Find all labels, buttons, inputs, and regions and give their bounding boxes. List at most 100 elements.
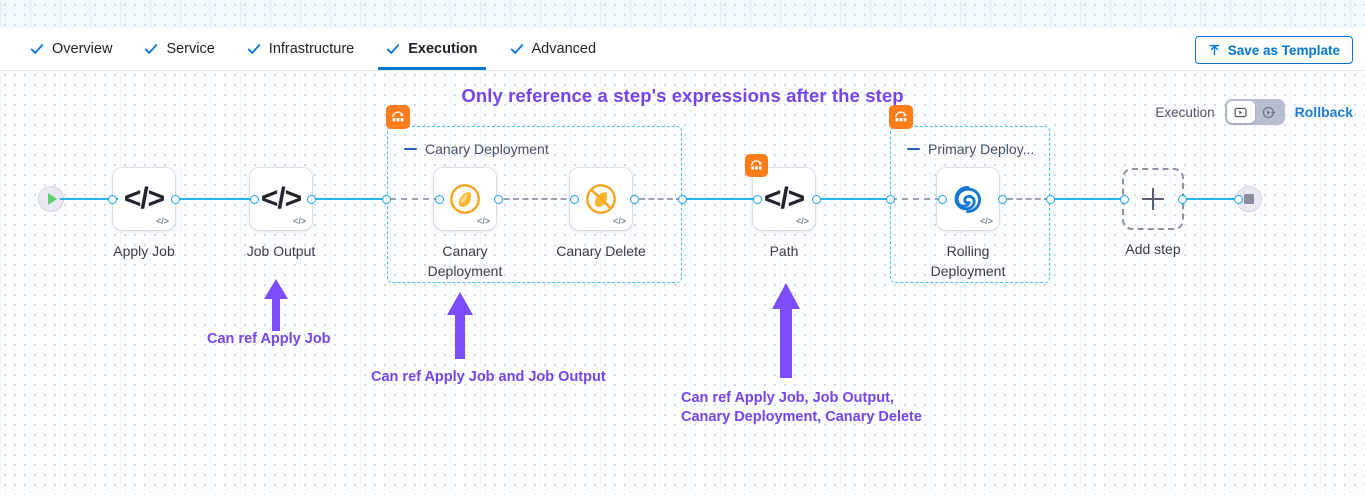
- step-type-badge: </>: [292, 216, 306, 226]
- link-start-to-apply-job: [60, 198, 118, 201]
- group-canary-deployment-label: Canary Deployment: [425, 141, 549, 157]
- check-icon: [247, 44, 260, 54]
- link-add-step-to-end: [1181, 198, 1241, 201]
- execution-play-box-icon: [1234, 107, 1247, 117]
- port-canary-dep-out[interactable]: [494, 195, 503, 204]
- step-label-job-output: Job Output: [246, 243, 316, 259]
- pipeline-start-node[interactable]: [38, 186, 64, 212]
- port-primary-group-out[interactable]: [1046, 195, 1055, 204]
- save-as-template-label: Save as Template: [1227, 42, 1340, 58]
- port-rolling-dep-out[interactable]: [998, 195, 1007, 204]
- port-canary-group-out[interactable]: [678, 195, 687, 204]
- step-group-icon: [889, 105, 913, 129]
- link-canary-delete-out: [630, 198, 682, 200]
- add-step-label: Add step: [1125, 241, 1181, 257]
- port-path-out[interactable]: [812, 195, 821, 204]
- link-rolling-dep-out: [998, 198, 1050, 200]
- step-type-badge: </>: [612, 216, 626, 226]
- tab-execution-label: Execution: [408, 41, 478, 57]
- group-primary-deploy[interactable]: Primary Deploy...: [889, 105, 1050, 283]
- port-job-output-in[interactable]: [307, 195, 316, 204]
- collapse-dash-icon[interactable]: [404, 147, 417, 151]
- port-canary-delete-in[interactable]: [570, 195, 579, 204]
- tab-infrastructure-label: Infrastructure: [268, 41, 355, 57]
- step-label-canary-deployment: Canary Deployment: [427, 243, 503, 279]
- tab-service[interactable]: Service: [128, 28, 230, 70]
- step-node-rolling-deployment[interactable]: </>: [937, 168, 999, 230]
- step-type-badge: </>: [476, 216, 490, 226]
- check-icon: [510, 44, 523, 54]
- link-canary-group-to-path: [681, 198, 759, 201]
- check-icon: [30, 44, 44, 54]
- port-primary-group-in[interactable]: [886, 195, 895, 204]
- code-icon: </>: [260, 182, 302, 215]
- collapse-dash-icon[interactable]: [907, 147, 920, 151]
- port-rolling-dep-in[interactable]: [938, 195, 947, 204]
- code-icon: </>: [763, 182, 805, 215]
- plus-icon: [1152, 188, 1154, 210]
- tab-advanced-label: Advanced: [531, 41, 597, 57]
- link-path-to-primary-group: [812, 198, 892, 201]
- step-label-rolling-deployment: Rolling Deployment: [930, 243, 1006, 279]
- rolling-swirl-icon: [954, 186, 981, 213]
- link-apply-job-to-job-output: [174, 198, 256, 201]
- tab-overview[interactable]: Overview: [14, 28, 128, 70]
- tab-execution[interactable]: Execution: [370, 28, 493, 70]
- tab-list: Overview Service Infrastructure Executio…: [0, 28, 612, 70]
- page-headline: Only reference a step's expressions afte…: [461, 85, 904, 106]
- port-end-in[interactable]: [1234, 195, 1243, 204]
- check-icon: [387, 44, 400, 54]
- canvas-top-strip: [0, 0, 1365, 28]
- check-icon: [145, 44, 158, 54]
- canary-delete-icon: [586, 184, 616, 214]
- step-label-canary-delete: Canary Delete: [556, 243, 646, 259]
- step-node-canary-deployment[interactable]: </>: [434, 168, 496, 230]
- link-job-output-to-canary-group: [310, 198, 390, 201]
- group-canary-deployment[interactable]: Canary Deployment: [386, 105, 682, 283]
- step-node-job-output[interactable]: </> </>: [250, 168, 312, 230]
- port-canary-delete-out[interactable]: [630, 195, 639, 204]
- save-as-template-button[interactable]: Save as Template: [1194, 36, 1353, 64]
- port-job-output-out[interactable]: [382, 195, 391, 204]
- annotation-arrow-canary-deployment: [447, 292, 473, 359]
- port-start-out[interactable]: [108, 195, 117, 204]
- annotation-text-canary-deployment: Can ref Apply Job and Job Output: [371, 369, 606, 385]
- step-type-badge: </>: [155, 216, 169, 226]
- tab-service-label: Service: [166, 41, 215, 57]
- upload-icon: [1209, 44, 1219, 55]
- rollback-link[interactable]: Rollback: [1294, 104, 1353, 120]
- step-group-icon: [745, 154, 768, 177]
- rollback-mode-button[interactable]: [1255, 101, 1283, 123]
- step-label-apply-job: Apply Job: [113, 243, 175, 259]
- link-primary-group-in: [891, 198, 941, 200]
- step-group-icon: [386, 105, 410, 129]
- step-label-path: Path: [769, 243, 799, 259]
- port-add-step-in[interactable]: [1120, 195, 1129, 204]
- step-type-badge: </>: [979, 216, 993, 226]
- group-primary-deploy-title: Primary Deploy...: [907, 141, 1034, 157]
- step-node-path[interactable]: </> </>: [745, 154, 815, 230]
- link-canary-dep-to-delete: [494, 198, 576, 200]
- tab-infrastructure[interactable]: Infrastructure: [231, 28, 370, 70]
- link-canary-group-in: [390, 198, 440, 200]
- tab-overview-label: Overview: [52, 41, 113, 57]
- port-canary-dep-in[interactable]: [435, 195, 444, 204]
- port-add-step-out[interactable]: [1178, 195, 1187, 204]
- group-primary-deploy-label: Primary Deploy...: [928, 141, 1035, 157]
- add-step-button[interactable]: [1122, 168, 1184, 230]
- port-apply-job-in[interactable]: [171, 195, 180, 204]
- port-apply-job-out[interactable]: [250, 195, 259, 204]
- code-icon: </>: [123, 182, 165, 215]
- play-icon: [48, 193, 57, 205]
- tab-advanced[interactable]: Advanced: [494, 28, 613, 70]
- step-node-apply-job[interactable]: </> </>: [113, 168, 175, 230]
- execution-mode-button[interactable]: [1226, 101, 1255, 123]
- stop-icon: [1244, 194, 1254, 204]
- port-path-in[interactable]: [753, 195, 762, 204]
- execution-mode-toggle[interactable]: [1224, 99, 1285, 125]
- step-node-canary-delete[interactable]: </>: [570, 168, 632, 230]
- execution-mode-bar: Execution Rollback: [1155, 99, 1353, 125]
- tab-bar: Overview Service Infrastructure Executio…: [0, 28, 1365, 71]
